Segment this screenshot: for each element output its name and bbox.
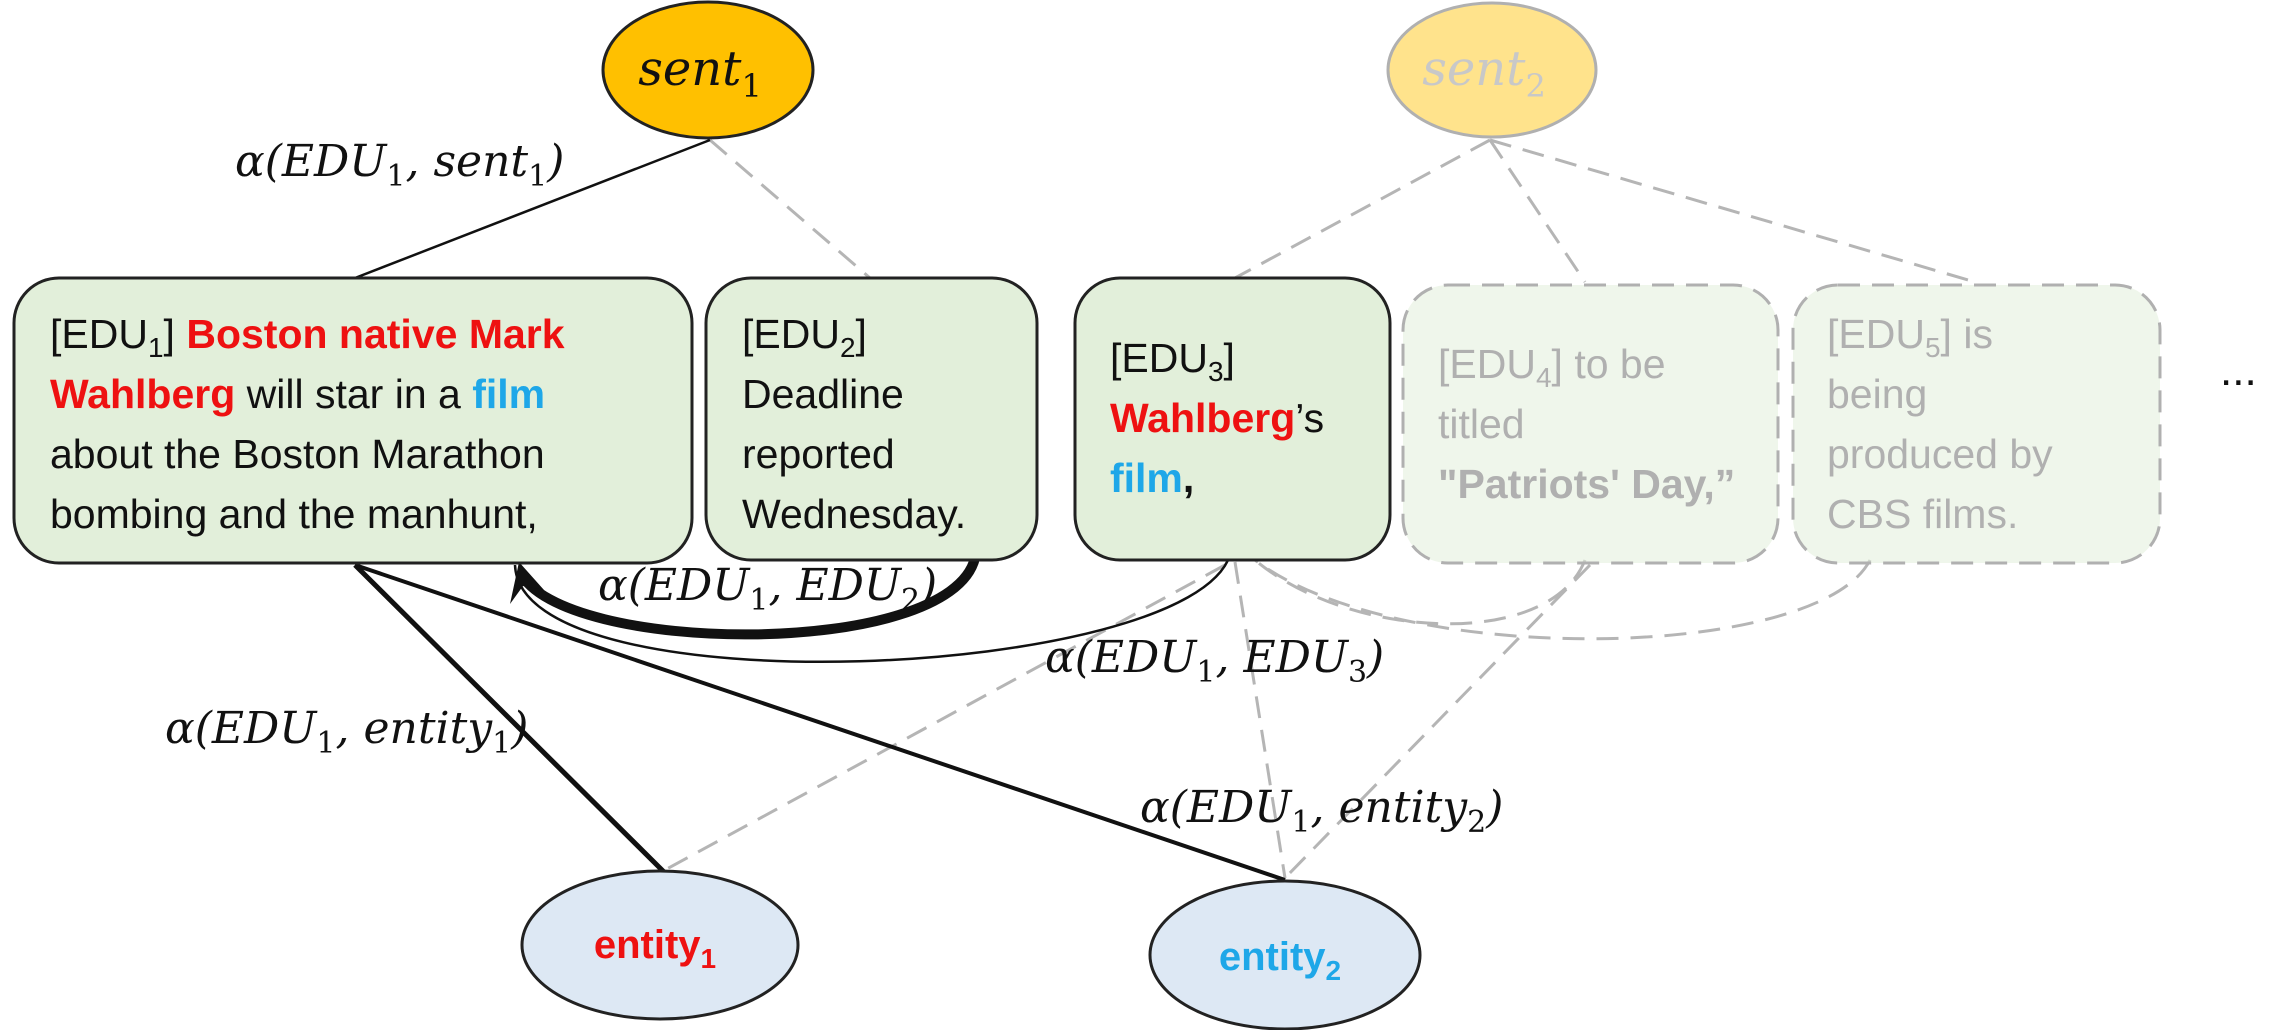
edu-box-2: [704, 276, 1039, 562]
edge-sent2-edu5: [1489, 138, 1976, 284]
entity-node-2: entity2: [1148, 879, 1422, 1030]
edge-label-edu1-edu3: α(EDU1, EDU3): [1045, 632, 1384, 690]
edu-text-3: [EDU3] Wahlberg’s film,: [1110, 335, 1324, 501]
sentence-node-2: sent2: [1386, 1, 1598, 139]
edge-edu1-entity1: [353, 563, 667, 875]
edu-text-4: [EDU4] to be titled "Patriots' Day,”: [1438, 341, 1735, 507]
edu-2-line-4: Wednesday.: [742, 491, 966, 537]
edu-box-3: [1073, 276, 1392, 562]
edu-2-line-1: [EDU2]: [742, 311, 867, 363]
edu-1-line-4: bombing and the manhunt,: [50, 491, 538, 537]
edu-box-4: [1401, 283, 1780, 565]
ellipsis: ...: [2220, 346, 2257, 395]
edge-sent2-edu4: [1488, 139, 1587, 283]
edu-box-1: [12, 276, 694, 565]
edu-1-line-3: about the Boston Marathon: [50, 431, 545, 477]
edge-sent1-edu2: [709, 138, 871, 280]
edu-5-line-3: produced by: [1827, 431, 2053, 477]
svg-text:entity2: entity2: [1219, 935, 1341, 986]
edu-3-line-1: [EDU3]: [1110, 335, 1235, 387]
edu-4-line-2: titled: [1438, 401, 1525, 447]
edge-edu5-edu3: [1254, 558, 1872, 641]
edu-3-line-3: film,: [1110, 455, 1194, 501]
edge-label-edu1-sent1: α(EDU1, sent1): [235, 136, 564, 194]
dashed-edges: [664, 138, 1976, 880]
edu-3-line-2: Wahlberg’s: [1110, 395, 1324, 441]
edge-edu2-edu1: [515, 556, 980, 640]
edge-label-edu1-entity1: α(EDU1, entity1): [165, 703, 528, 761]
edu-2-line-2: Deadline: [742, 371, 904, 417]
edu-5-line-2: being: [1827, 371, 1927, 417]
edge-edu1-entity2: [354, 563, 1286, 882]
arrowhead-edu1: [510, 562, 544, 604]
edu-1-line-1: [EDU1] Boston native Mark: [50, 311, 565, 363]
edge-edu3-entity2: [1233, 561, 1287, 879]
edu-5-line-1: [EDU5] is: [1827, 311, 1993, 363]
edu-5-line-4: CBS films.: [1827, 491, 2018, 537]
edge-edu3-edu1: [513, 554, 1232, 663]
entity-node-1: entity1: [520, 869, 800, 1021]
edu-1-line-2: Wahlberg will star in a film: [50, 371, 545, 417]
edu-4-line-1: [EDU4] to be: [1438, 341, 1666, 393]
edge-label-edu1-edu2: α(EDU1, EDU2): [598, 560, 937, 618]
edge-edu4-entity2: [1283, 563, 1592, 880]
edge-edu4-edu3: [1254, 558, 1587, 626]
edu-box-5: [1791, 283, 2162, 565]
edge-label-edu1-entity2: α(EDU1, entity2): [1140, 782, 1503, 840]
svg-text:entity1: entity1: [594, 923, 716, 974]
svg-text:sent1: sent1: [638, 41, 762, 105]
edge-edu3-entity1: [664, 563, 1226, 872]
solid-edges: [353, 138, 1286, 882]
edu-text-5: [EDU5] is being produced by CBS films.: [1827, 311, 2053, 537]
edu-2-line-3: reported: [742, 431, 895, 477]
sentence-node-1: sent1: [601, 0, 815, 140]
svg-text:sent2: sent2: [1422, 41, 1546, 105]
edu-4-line-3: "Patriots' Day,”: [1438, 461, 1735, 507]
edge-sent2-edu3: [1234, 138, 1491, 280]
edge-edu1-sent1: [354, 138, 711, 280]
